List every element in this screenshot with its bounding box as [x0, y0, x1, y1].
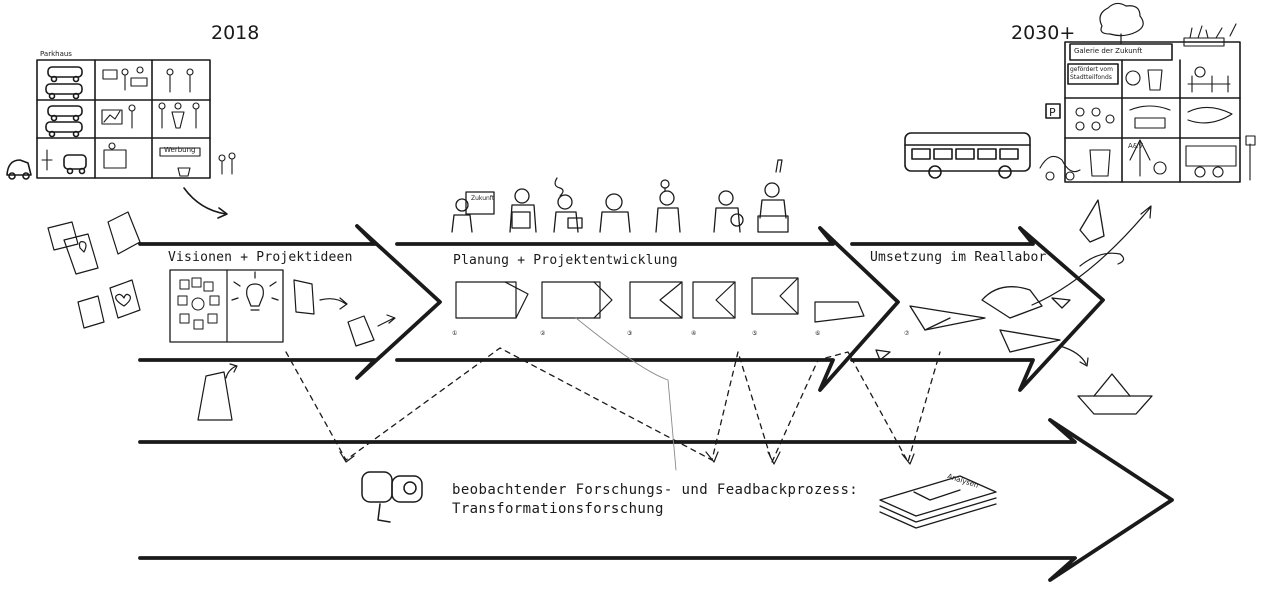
paper-boat-icon — [1077, 373, 1153, 415]
feedback-dashed-line — [285, 347, 941, 463]
street-life-sketch — [1039, 135, 1256, 181]
arrow-planung — [395, 226, 900, 392]
fold-step-5: ⑤ — [752, 330, 758, 337]
svg-text:P: P — [1049, 106, 1056, 119]
stakeholder-figures — [451, 182, 789, 233]
fold-step-4: ④ — [691, 330, 697, 337]
planner-sign-label: Zukunft — [471, 195, 495, 202]
fold-step-2: ② — [540, 330, 546, 337]
tree-icon — [1099, 2, 1144, 45]
heart-icon — [115, 293, 131, 307]
fold-step-7: ⑦ — [904, 330, 910, 337]
paper-plane-icon — [875, 199, 1105, 361]
small-car-icon — [6, 159, 32, 180]
gallery-label: Galerie der Zukunft — [1074, 47, 1143, 55]
lightbulb-icon — [231, 271, 279, 311]
fold-step-6: ⑥ — [815, 330, 821, 337]
stage-label-planung: Planung + Projektentwicklung — [453, 253, 678, 268]
research-subtitle: Transformationsforschung — [452, 501, 664, 517]
sticky-notes-icon — [177, 277, 220, 330]
paper-sheets-icon — [47, 211, 375, 421]
pedestrians-icon — [177, 152, 236, 177]
stage-arrows — [138, 224, 1174, 582]
feedback-thin-line — [575, 317, 677, 471]
document-label: Analysen — [946, 472, 979, 489]
symbol-icons — [554, 159, 783, 197]
werbung-label: Werbung — [164, 146, 196, 154]
arrow-umsetzung — [850, 226, 1105, 392]
office-sketch — [41, 66, 201, 171]
research-title: beobachtender Forschungs- und Feadbackpr… — [452, 482, 859, 498]
parking-sign-icon — [1045, 103, 1061, 119]
stage-label-visionen: Visionen + Projektideen — [168, 250, 353, 265]
curved-pointer-arrow — [183, 187, 227, 215]
fold-step-1: ① — [452, 330, 458, 337]
door-label: A&V — [1128, 142, 1144, 150]
bus-icon — [904, 132, 1031, 179]
rooftop-plants — [1183, 23, 1237, 47]
folded-paper-icon — [455, 277, 865, 323]
stage-label-umsetzung: Umsetzung im Reallabor — [870, 250, 1047, 265]
parkhaus-label: Parkhaus — [40, 50, 72, 58]
parkhaus-building — [6, 59, 236, 180]
start-year: 2018 — [211, 22, 260, 44]
arrow-research — [138, 418, 1174, 582]
future-gallery-building: P — [1039, 2, 1256, 183]
document-stack-icon — [879, 475, 997, 529]
fold-step-3: ③ — [627, 330, 633, 337]
funding-label: gefördert vom Stadtteilfonds — [1070, 66, 1113, 81]
end-year: 2030+ — [1011, 22, 1076, 44]
binoculars-icon — [361, 471, 423, 523]
arrow-visionen — [138, 224, 442, 380]
car-icon — [45, 66, 87, 175]
